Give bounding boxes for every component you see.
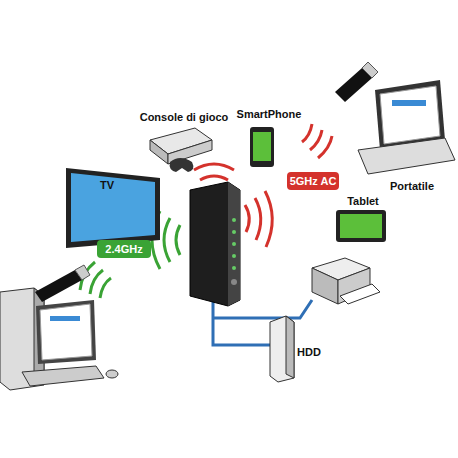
label-text: TV [100, 179, 114, 191]
label-text: HDD [297, 346, 321, 358]
usb-adapter [335, 62, 378, 102]
desktop-computer [0, 288, 118, 390]
usb-adapter [35, 265, 90, 302]
game-console [150, 128, 212, 172]
device-label: Portatile [382, 178, 442, 194]
device-label: HDD [294, 344, 324, 360]
device-label: Tablet [340, 193, 386, 209]
laptop [358, 80, 455, 174]
label-text: 2.4GHz [105, 243, 142, 255]
device-label: TV [92, 177, 122, 193]
smartphone [250, 127, 274, 167]
label-text: 5GHz AC [290, 175, 337, 187]
device-label: SmartPhone [234, 106, 304, 122]
hard-drive [270, 316, 294, 382]
label-text: Tablet [347, 195, 379, 207]
tablet [336, 210, 386, 242]
printer [312, 258, 380, 304]
band-badge: 2.4GHz [97, 240, 151, 258]
label-text: Console di gioco [140, 111, 229, 123]
router [190, 182, 240, 306]
band-badge: 5GHz AC [287, 172, 339, 190]
label-text: Portatile [390, 180, 434, 192]
label-text: SmartPhone [237, 108, 302, 120]
network-cable [213, 298, 270, 345]
device-label: Console di gioco [134, 109, 234, 125]
